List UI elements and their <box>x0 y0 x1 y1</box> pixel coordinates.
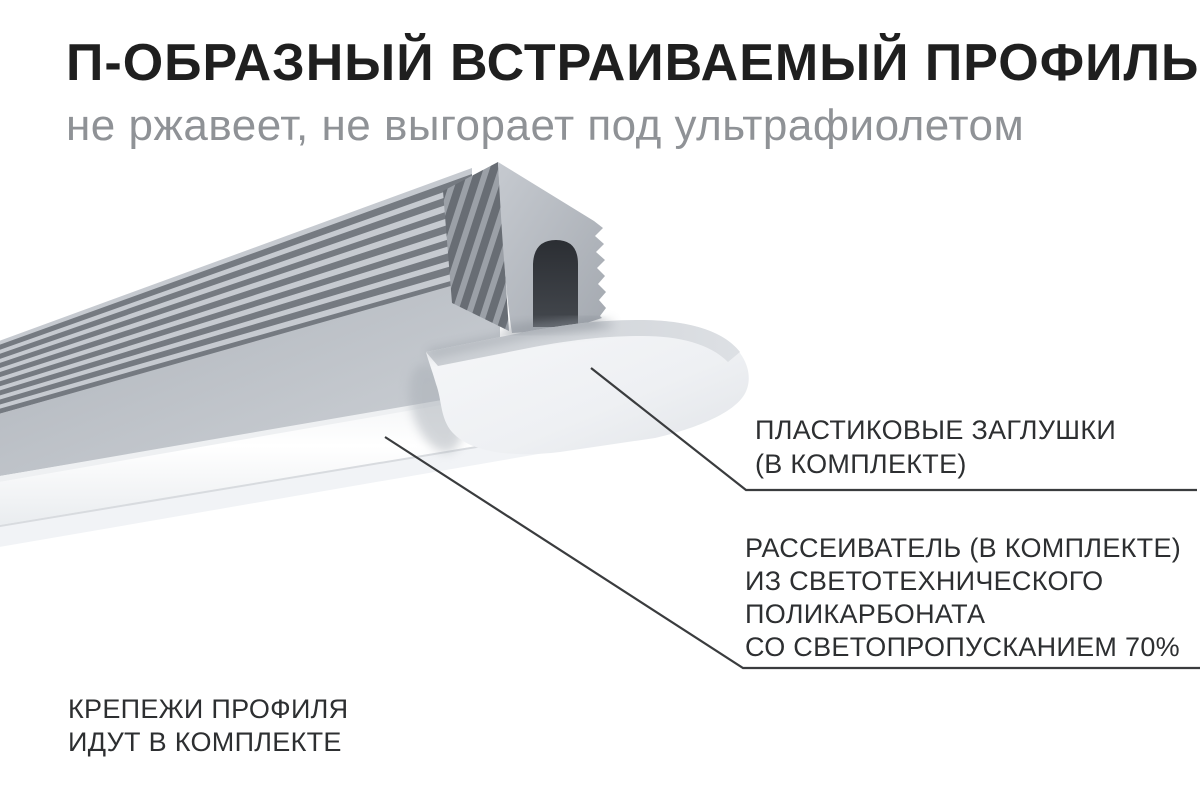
callout-line: КРЕПЕЖИ ПРОФИЛЯ <box>68 694 349 724</box>
callout-line: ПОЛИКАРБОНАТА <box>745 599 986 629</box>
edge-highlight <box>0 390 500 482</box>
callout-diffuser: РАССЕИВАТЕЛЬ (В КОМПЛЕКТЕ) ИЗ СВЕТОТЕХНИ… <box>745 532 1181 664</box>
callout-mounting: КРЕПЕЖИ ПРОФИЛЯ ИДУТ В КОМПЛЕКТЕ <box>68 693 348 759</box>
end-cap-front <box>426 320 749 455</box>
callout-line: СО СВЕТОПРОПУСКАНИЕМ 70% <box>745 632 1180 662</box>
end-cap-top-shadow <box>427 320 613 358</box>
callout-line: РАССЕИВАТЕЛЬ (В КОМПЛЕКТЕ) <box>745 533 1182 563</box>
leader-line-end-caps <box>590 367 1197 492</box>
callout-end-caps: ПЛАСТИКОВЫЕ ЗАГЛУШКИ (В КОМПЛЕКТЕ) <box>755 413 1116 481</box>
side-face <box>0 272 500 476</box>
bottom-lip <box>0 428 585 547</box>
page-subtitle: не ржавеет, не выгорает под ультрафиолет… <box>66 100 1025 150</box>
leader-lines <box>384 367 1200 670</box>
header: П-ОБРАЗНЫЙ ВСТРАИВАЕМЫЙ ПРОФИЛЬ не ржаве… <box>66 34 1200 151</box>
heatsink-fins <box>0 168 472 418</box>
channel-hole <box>533 240 578 327</box>
end-cap <box>426 316 749 455</box>
end-ribs <box>443 162 509 331</box>
callout-line: ПЛАСТИКОВЫЕ ЗАГЛУШКИ <box>755 415 1117 445</box>
callout-line: ИЗ СВЕТОТЕХНИЧЕСКОГО <box>745 566 1104 596</box>
callout-line: (В КОМПЛЕКТЕ) <box>755 449 967 479</box>
leader-line-diffuser <box>384 436 1200 670</box>
cut-face-cast-shadow <box>504 316 601 335</box>
end-cap-top-face <box>426 320 740 366</box>
profile-end-block <box>443 162 606 333</box>
callout-line: ИДУТ В КОМПЛЕКТЕ <box>68 727 342 757</box>
profile-body <box>0 168 586 547</box>
page-title: П-ОБРАЗНЫЙ ВСТРАИВАЕМЫЙ ПРОФИЛЬ <box>66 34 1200 92</box>
